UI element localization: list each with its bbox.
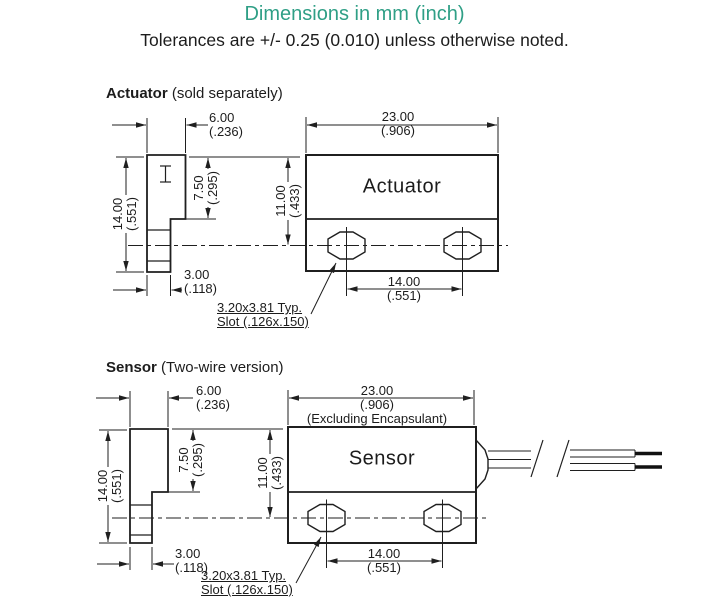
- sensor-front-view: [287, 426, 489, 544]
- actuator-dim-length: 23.00 (.906): [381, 109, 415, 138]
- actuator-slot-right: [443, 231, 482, 260]
- sensor-dim-foot: 3.00 (.118): [175, 546, 208, 575]
- sensor-dim-length: 23.00 (.906) (Excluding Encapsulant): [306, 383, 448, 426]
- page-title: Dimensions in mm (inch): [244, 3, 465, 25]
- sensor-dim-upper-height: 7.50 (.295): [176, 441, 205, 479]
- actuator-polarity-mark: [160, 165, 171, 183]
- actuator-slot-note: 3.20x3.81 Typ. Slot (.126x.150): [217, 300, 309, 329]
- actuator-dim-foot: 3.00 (.118): [184, 267, 217, 296]
- sensor-body-label: Sensor: [348, 447, 416, 470]
- actuator-dim-upper-height: 7.50 (.295): [191, 169, 220, 207]
- sensor-dim-width: 6.00 (.236): [196, 383, 230, 412]
- actuator-section-heading: Actuator (sold separately): [106, 85, 283, 102]
- actuator-slot-left: [327, 231, 366, 260]
- actuator-side-view: [146, 154, 187, 273]
- actuator-heading-title: Actuator: [106, 85, 168, 102]
- actuator-dim-center-height: 11.00 (.433): [273, 182, 302, 220]
- sensor-dim-slot-spacing: 14.00 (.551): [367, 546, 401, 575]
- sensor-dim-height: 14.00 (.551): [95, 467, 124, 505]
- actuator-dim-height: 14.00 (.551): [110, 195, 139, 233]
- sensor-side-view: [129, 428, 169, 544]
- sensor-slot-right: [423, 503, 462, 533]
- sensor-encapsulant-bulge: [475, 439, 489, 490]
- wire-break-mark: [556, 439, 570, 478]
- sensor-slot-note: 3.20x3.81 Typ. Slot (.126x.150): [201, 568, 293, 597]
- actuator-heading-note: (sold separately): [171, 85, 283, 102]
- actuator-front-view: [305, 154, 499, 272]
- sensor-slot-left: [307, 503, 346, 533]
- actuator-body-label: Actuator: [362, 175, 442, 198]
- sensor-heading-note: (Two-wire version): [161, 359, 284, 376]
- actuator-dim-width: 6.00 (.236): [209, 110, 243, 139]
- wire-break-mark: [530, 439, 544, 478]
- sensor-lead-wires: [488, 439, 662, 478]
- sensor-section-heading: Sensor (Two-wire version): [106, 359, 284, 376]
- sensor-heading-title: Sensor: [106, 359, 157, 376]
- tolerance-note: Tolerances are +/- 0.25 (0.010) unless o…: [140, 30, 569, 50]
- sensor-dim-center-height: 11.00 (.433): [255, 454, 284, 492]
- actuator-dim-slot-spacing: 14.00 (.551): [387, 274, 421, 303]
